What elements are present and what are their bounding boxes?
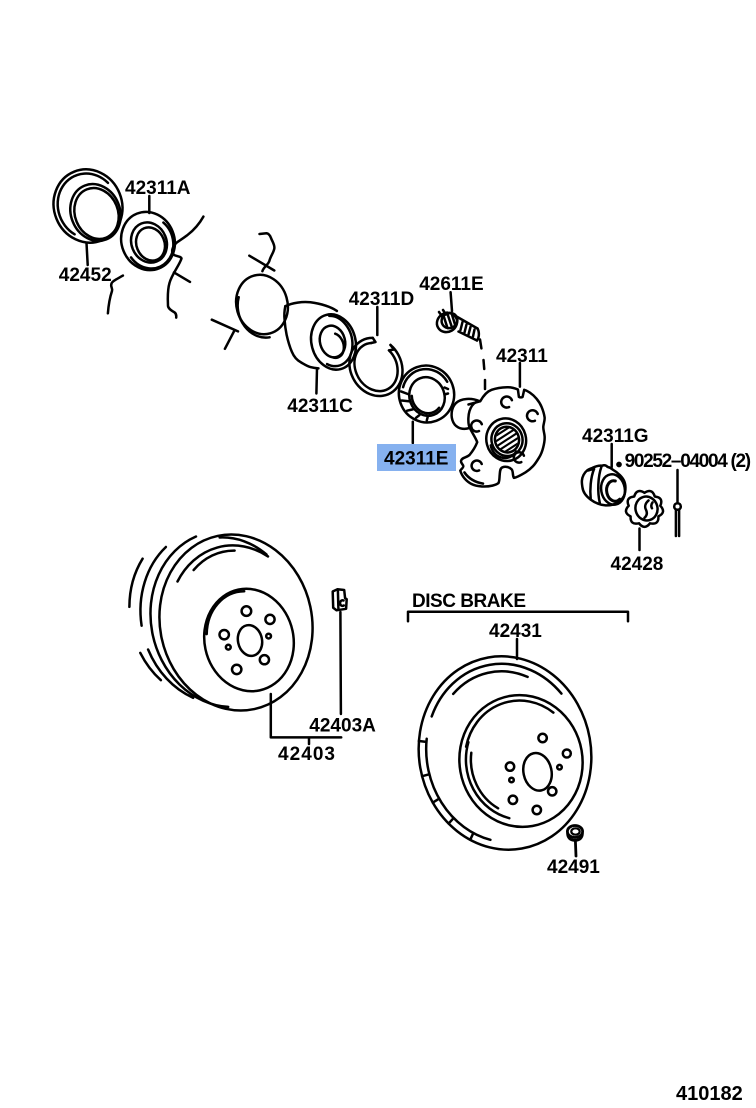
svg-text:42311A: 42311A [125,178,191,199]
svg-text:42311: 42311 [496,346,548,367]
svg-text:42431: 42431 [489,621,542,642]
svg-text:42403A: 42403A [309,716,376,737]
svg-text:42452: 42452 [59,265,112,286]
svg-text:42311E: 42311E [384,449,448,470]
svg-text:42311C: 42311C [287,396,353,417]
svg-text:410182: 410182 [676,1083,743,1105]
svg-text:DISC BRAKE: DISC BRAKE [412,591,526,612]
svg-text:42311D: 42311D [349,289,415,310]
svg-text:42311G: 42311G [582,426,649,447]
svg-text:42491: 42491 [547,857,600,878]
svg-text:90252–04004 (2): 90252–04004 (2) [625,451,752,472]
svg-text:42403: 42403 [278,744,335,765]
svg-text:42428: 42428 [611,554,664,575]
svg-text:42611E: 42611E [419,274,483,295]
